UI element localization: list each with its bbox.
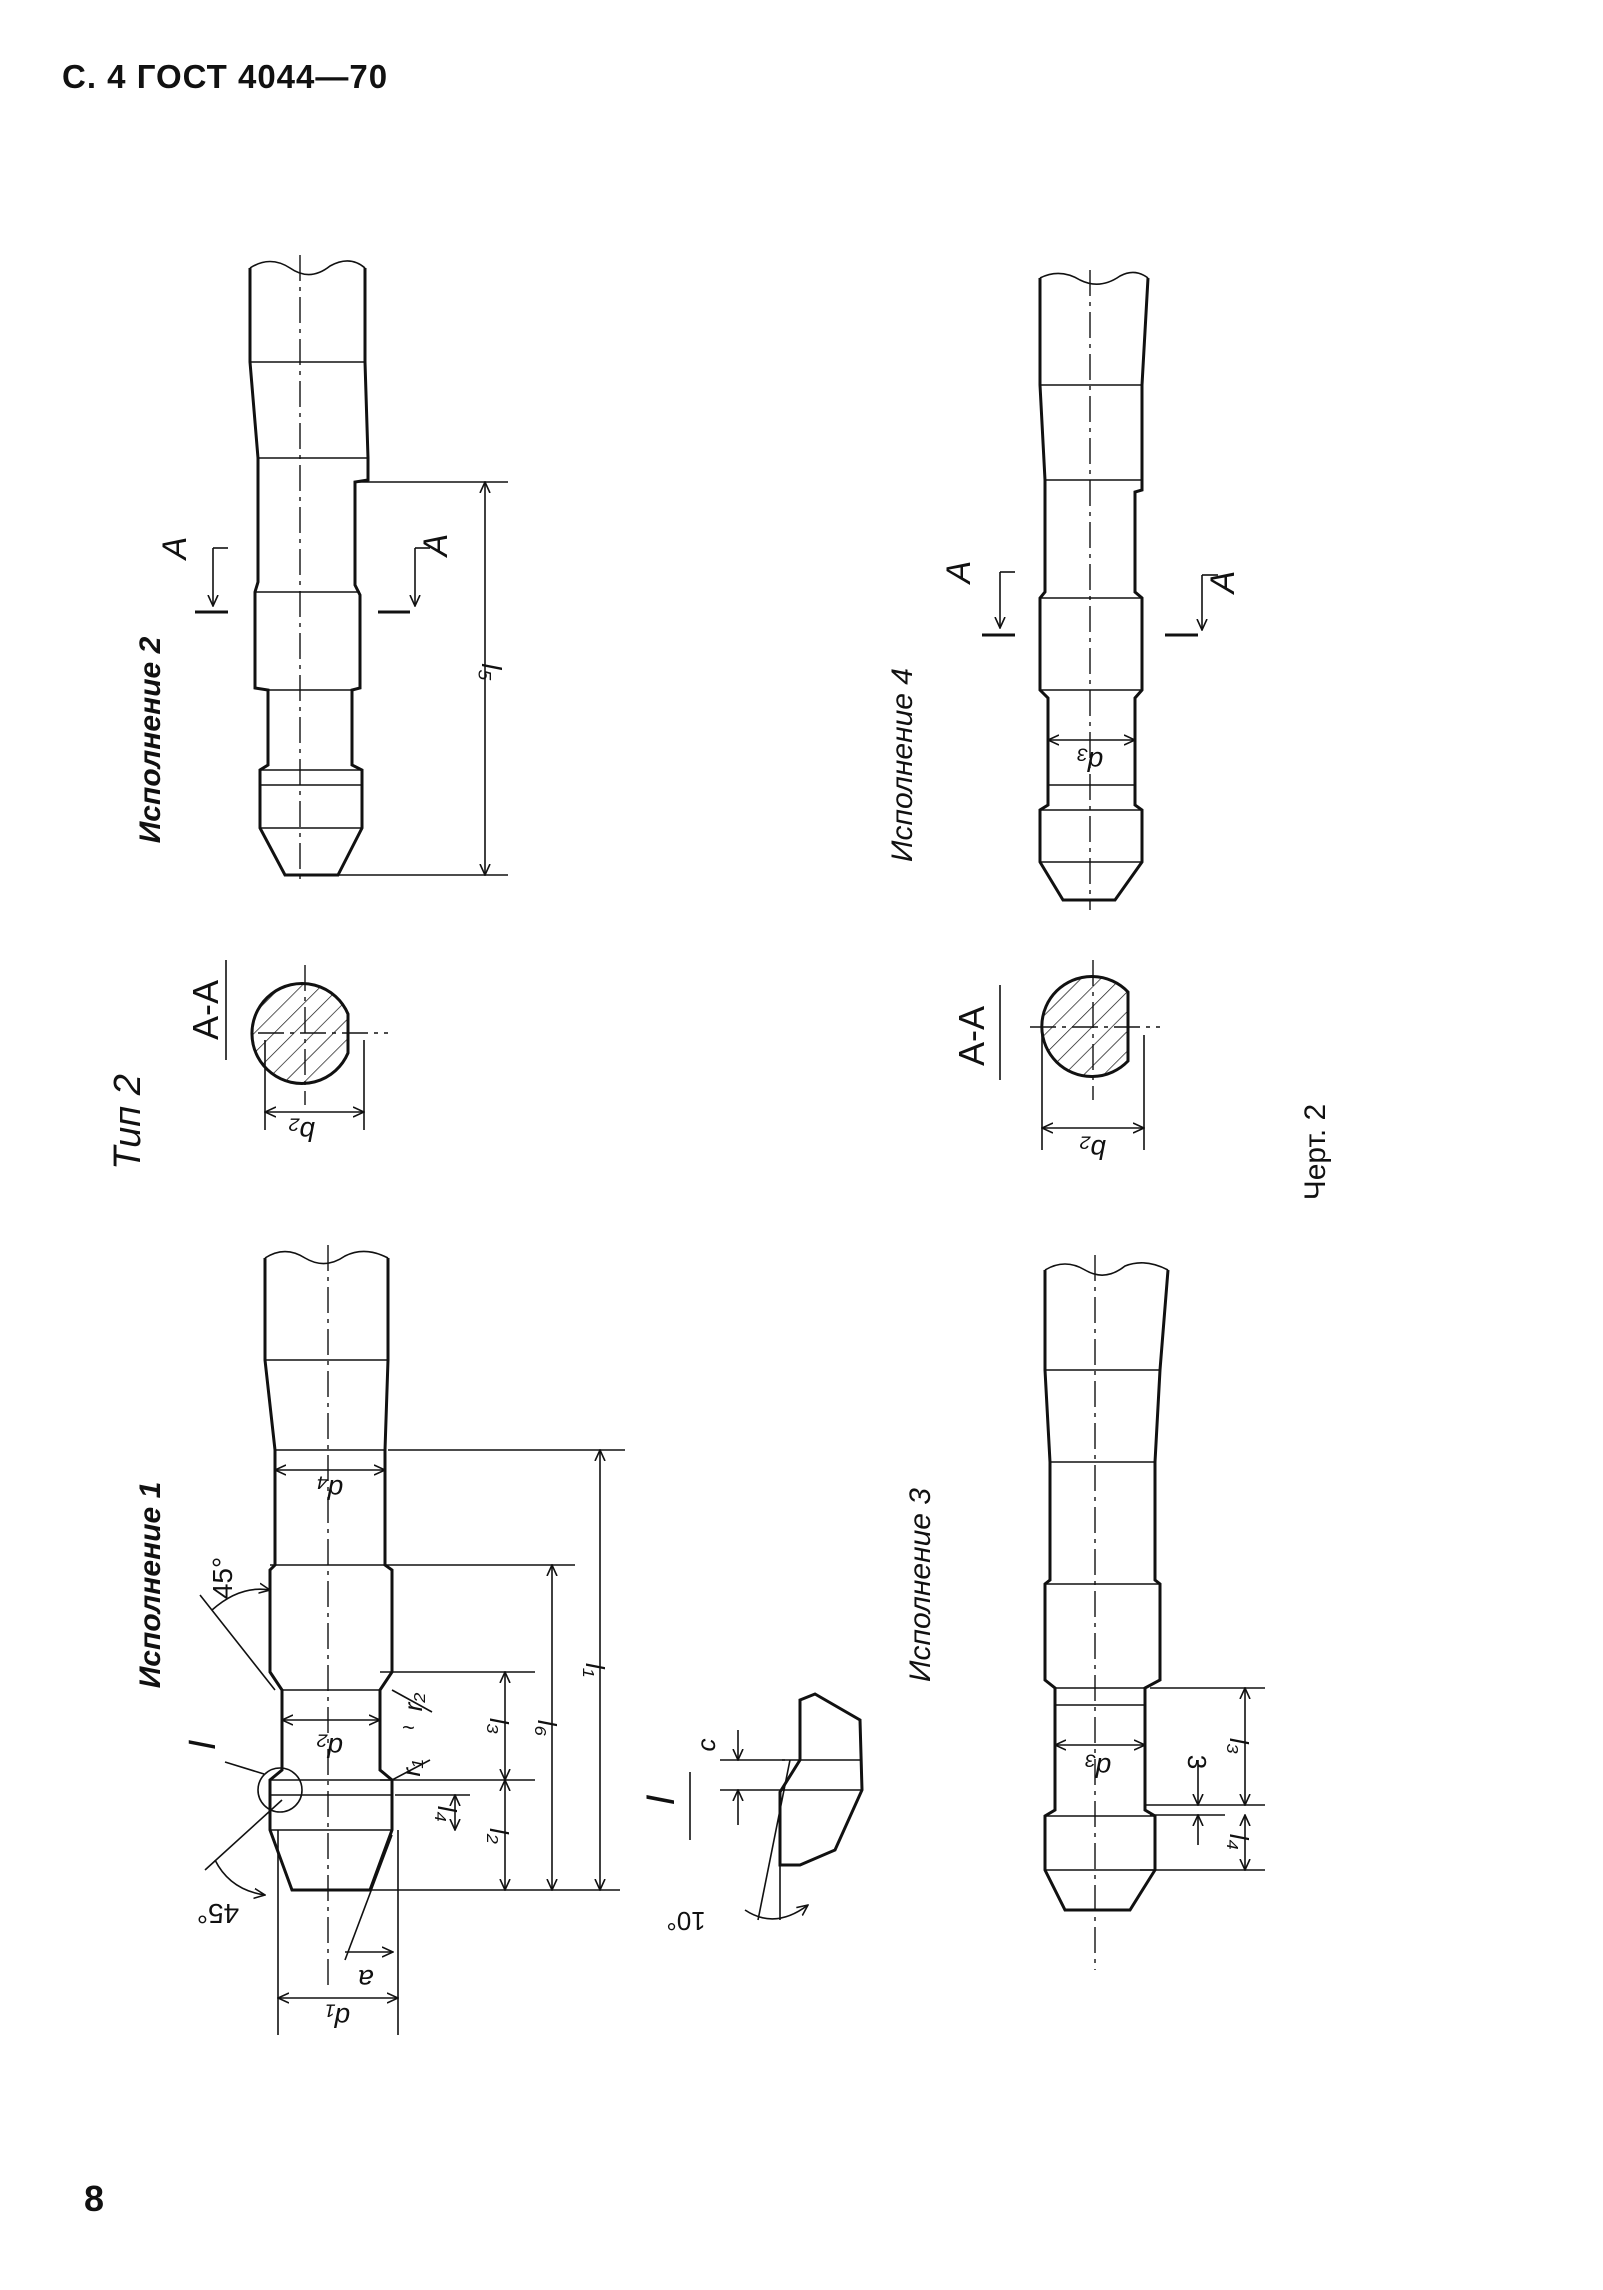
dim-l1-label: l₁ — [580, 1663, 610, 1677]
figure-caption: Черт. 2 — [1299, 1104, 1332, 1200]
dim-l4-label: l₄ — [1224, 1834, 1254, 1850]
view-ispolnenie-4: d₃ A A Исполнение 4 — [886, 270, 1242, 910]
dim-b2-label: b₂ — [289, 1116, 316, 1147]
dim-3-label: 3 — [1182, 1755, 1212, 1769]
page-number: 8 — [84, 2178, 105, 2219]
dim-l3-label: l₃ — [484, 1718, 514, 1734]
dim-d3-label: d₃ — [1077, 746, 1104, 777]
view-ispolnenie-1: d₄ d₂ d₁ a 45° 45° r₁ r₂ ~ l₄ — [134, 1245, 625, 2035]
section-label: A-A — [185, 980, 226, 1040]
page-header: С. 4 ГОСТ 4044—70 — [62, 58, 389, 95]
detail-mark: I — [182, 1739, 224, 1750]
section-arrow-letter: A — [1204, 571, 1242, 596]
detail-view-I: 10° c I — [639, 1692, 864, 1936]
view-title: Исполнение 2 — [134, 636, 167, 843]
dim-r2-label: r₂ — [398, 1693, 428, 1712]
dim-angle-45-label: 45° — [197, 1898, 239, 1929]
section-arrow-letter: A — [156, 537, 194, 562]
dim-angle-10-label: 10° — [666, 1906, 705, 1936]
view-ispolnenie-2: l₅ A A Исполнение 2 — [134, 255, 508, 880]
dim-l4-label: l₄ — [432, 1806, 462, 1822]
detail-label: I — [639, 1794, 683, 1805]
dim-b2-label: b₂ — [1080, 1134, 1107, 1165]
dim-c-label: c — [691, 1739, 721, 1752]
dim-l3-label: l₃ — [1224, 1738, 1254, 1754]
section-arrow-letter: A — [940, 561, 978, 586]
dim-l6-label: l₆ — [532, 1720, 562, 1737]
section-arrow-letter: A — [417, 534, 455, 559]
section-view-a-a-left: b₂ A-A Тип 2 — [107, 960, 388, 1170]
view-ispolnenie-3: d₃ l₃ l₄ 3 Исполнение 3 — [904, 1255, 1265, 1970]
view-title: Исполнение 1 — [134, 1482, 167, 1689]
dim-angle-45-label: 45° — [207, 1557, 238, 1599]
type-label: Тип 2 — [107, 1074, 149, 1170]
section-view-a-a-right: b₂ A-A — [951, 960, 1160, 1165]
dim-r1-label: r₁ — [396, 1760, 426, 1777]
dim-l5-label: l₅ — [476, 663, 507, 680]
section-label: A-A — [951, 1006, 992, 1066]
dim-d3-label: d₃ — [1085, 1752, 1112, 1783]
view-title: Исполнение 4 — [886, 668, 919, 862]
view-title: Исполнение 3 — [904, 1488, 937, 1682]
tilde-mark: ~ — [402, 1715, 415, 1740]
dim-a-label: a — [358, 1964, 374, 1995]
dim-d4-label: d₄ — [317, 1474, 344, 1505]
dim-d2-label: d₂ — [317, 1732, 344, 1763]
dim-l2-label: l₂ — [484, 1828, 514, 1844]
dim-d1-label: d₁ — [326, 2002, 351, 2033]
